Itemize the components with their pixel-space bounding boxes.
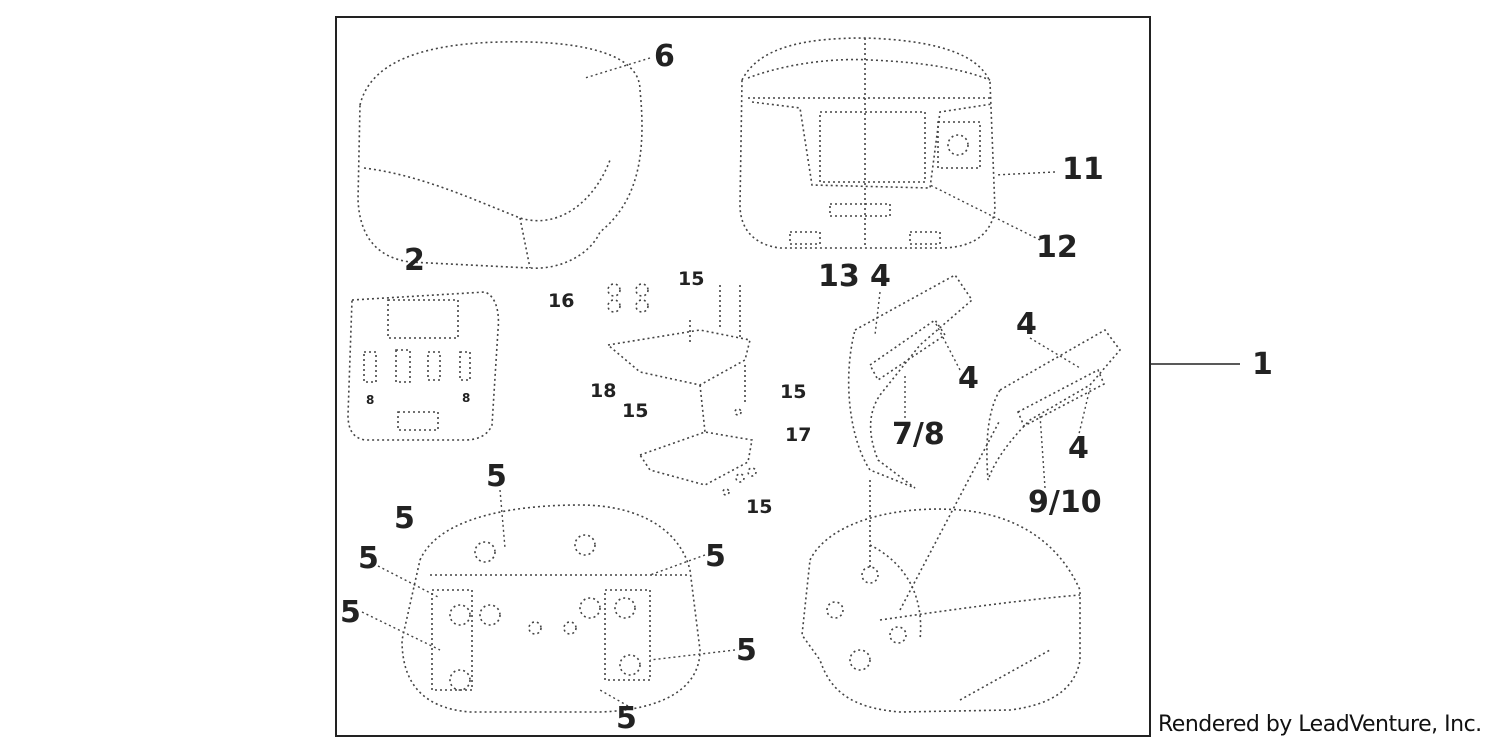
inner-plate-part bbox=[347, 291, 500, 441]
callout-5g: 5 bbox=[616, 701, 637, 736]
callout-15d: 15 bbox=[746, 496, 773, 518]
callout-18: 18 bbox=[590, 380, 617, 402]
callout-5a: 5 bbox=[486, 459, 507, 494]
callout-5e: 5 bbox=[705, 539, 726, 574]
callout-7-8: 7/8 bbox=[892, 417, 945, 452]
callout-4a: 4 bbox=[870, 259, 891, 294]
callout-16: 16 bbox=[548, 290, 575, 312]
callout-5d: 5 bbox=[340, 595, 361, 630]
leader-line-5d bbox=[649, 554, 706, 576]
leader-line-11 bbox=[994, 171, 1056, 176]
render-credit: Rendered by LeadVenture, Inc. bbox=[1158, 712, 1482, 737]
callout-4d: 4 bbox=[1068, 431, 1089, 466]
callout-5f: 5 bbox=[736, 633, 757, 668]
callout-small-8b: 8 bbox=[462, 391, 471, 405]
callout-13: 13 bbox=[818, 259, 860, 294]
callout-5c: 5 bbox=[358, 541, 379, 576]
callout-5b: 5 bbox=[394, 501, 415, 536]
callout-4b: 4 bbox=[958, 361, 979, 396]
leader-line-5f bbox=[599, 689, 629, 707]
callout-4c: 4 bbox=[1016, 307, 1037, 342]
leader-line-5e bbox=[649, 649, 736, 661]
bracket-assembly-part bbox=[606, 283, 757, 496]
leader-line-5b bbox=[377, 565, 441, 599]
callout-15b: 15 bbox=[780, 381, 807, 403]
callout-6: 6 bbox=[654, 39, 675, 74]
top-case-shell-part bbox=[801, 419, 1081, 713]
callout-11: 11 bbox=[1062, 152, 1104, 187]
leader-line-4c bbox=[1029, 337, 1081, 369]
diagram-frame bbox=[335, 16, 1151, 737]
leader-line-910 bbox=[1039, 414, 1046, 489]
callout-12: 12 bbox=[1036, 230, 1078, 265]
leader-line-5c bbox=[361, 611, 441, 651]
callout-2: 2 bbox=[404, 243, 425, 278]
top-case-back-part bbox=[739, 37, 996, 249]
leader-line-4d bbox=[1077, 387, 1091, 439]
leader-line-6 bbox=[584, 57, 651, 79]
leader-line-5a bbox=[499, 489, 506, 549]
callout-15a: 15 bbox=[678, 268, 705, 290]
backrest-pad-part bbox=[357, 41, 643, 269]
right-side-panel-part bbox=[986, 328, 1122, 481]
leader-line-4a bbox=[874, 291, 881, 336]
callout-small-8a: 8 bbox=[366, 393, 375, 407]
callout-1: 1 bbox=[1252, 347, 1273, 382]
leader-line-12 bbox=[929, 184, 1041, 241]
leader-line-4b bbox=[934, 321, 961, 371]
callout-17: 17 bbox=[785, 424, 812, 446]
top-case-base-part bbox=[401, 504, 701, 713]
callout-9-10: 9/10 bbox=[1028, 485, 1102, 520]
callout-15c: 15 bbox=[622, 400, 649, 422]
left-side-panel-part bbox=[847, 273, 974, 489]
